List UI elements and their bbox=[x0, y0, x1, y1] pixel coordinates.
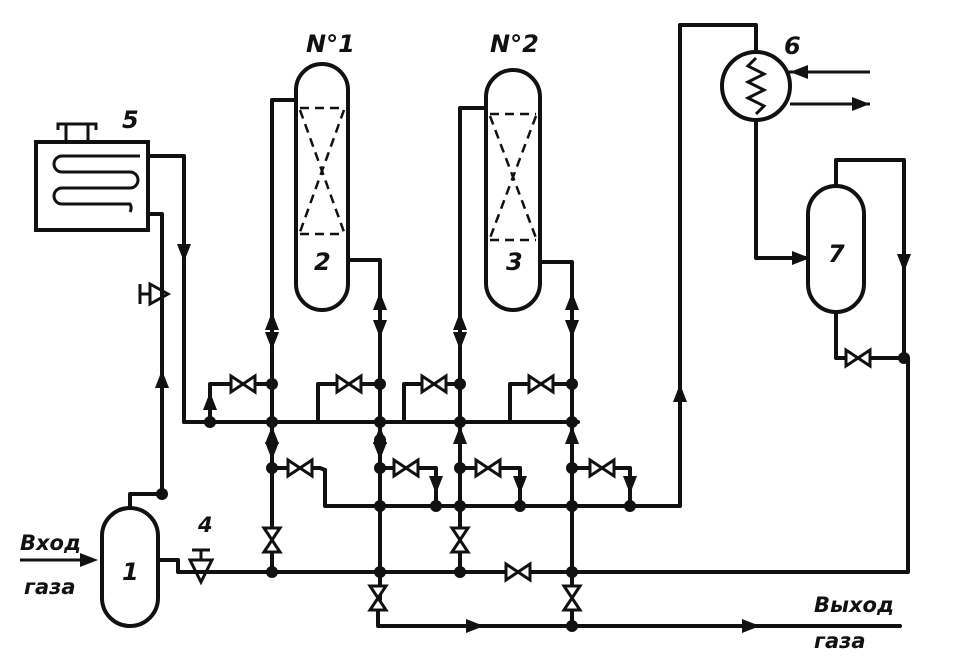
valve-icon bbox=[527, 374, 555, 394]
flow-arrows bbox=[80, 65, 911, 633]
heater-5 bbox=[34, 122, 150, 232]
adsorber-column-2 bbox=[484, 68, 542, 312]
label-item-5: 5 bbox=[122, 106, 139, 134]
label-item-3: 3 bbox=[506, 248, 523, 276]
valve-icon bbox=[286, 458, 314, 478]
label-item-6: 6 bbox=[784, 32, 801, 60]
outlet-label-line1: Выход bbox=[814, 593, 894, 617]
regulator-4 bbox=[187, 548, 215, 586]
label-item-1: 1 bbox=[122, 558, 139, 586]
inlet-label-line2: газа bbox=[24, 575, 76, 599]
valve-icon bbox=[392, 458, 420, 478]
valve-icon bbox=[368, 584, 388, 612]
separator-1 bbox=[100, 506, 160, 628]
junctions bbox=[156, 352, 910, 632]
valve-icon bbox=[844, 348, 872, 368]
valve-icon bbox=[450, 526, 470, 554]
adsorber-column-1 bbox=[294, 62, 350, 312]
outlet-label-line2: газа bbox=[814, 629, 866, 653]
valve-icon bbox=[262, 526, 282, 554]
valve-icon bbox=[562, 584, 582, 612]
valve-icon bbox=[420, 374, 448, 394]
valve-icon bbox=[588, 458, 616, 478]
column-1-title: N°1 bbox=[306, 30, 355, 58]
inlet-label-line1: Вход bbox=[20, 531, 81, 555]
valve-icon bbox=[474, 458, 502, 478]
valve-icon bbox=[335, 374, 363, 394]
valve-icon bbox=[229, 374, 257, 394]
valve-icon bbox=[504, 562, 532, 582]
column-2-title: N°2 bbox=[490, 30, 539, 58]
label-item-4: 4 bbox=[197, 513, 213, 537]
separator-7 bbox=[806, 184, 866, 314]
cooler-6 bbox=[720, 50, 792, 122]
label-item-7: 7 bbox=[828, 240, 845, 268]
flow-meter-icon bbox=[138, 281, 172, 307]
label-item-2: 2 bbox=[314, 248, 331, 276]
